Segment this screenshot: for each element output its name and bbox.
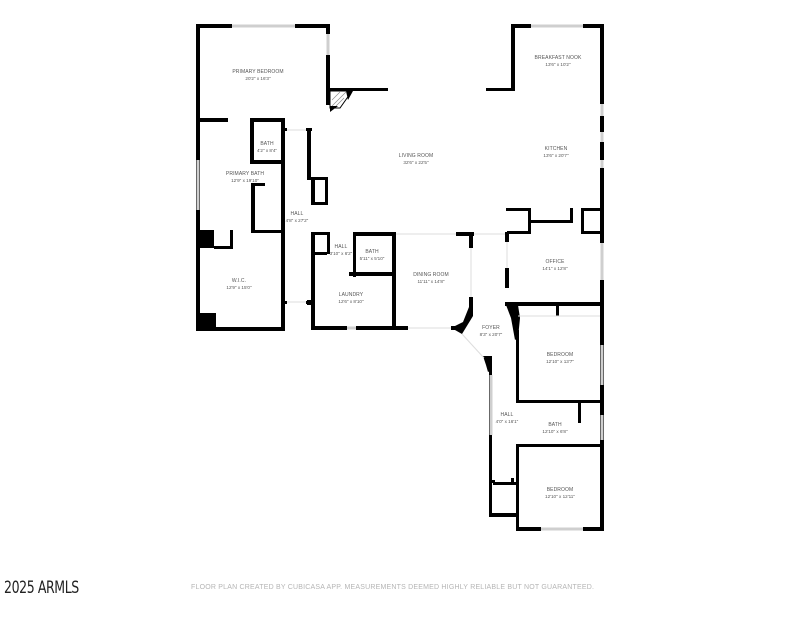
svg-text:BEDROOM: BEDROOM [547,487,574,493]
copyright-text: 2025 ARMLS [4,578,79,598]
room-wic: W.I.C. 12'9" x 15'0" [226,278,252,290]
svg-text:12'10" x 12'11": 12'10" x 12'11" [545,494,575,499]
svg-text:14'1" x 12'8": 14'1" x 12'8" [542,266,568,271]
room-foyer: FOYER 8'3" x 20'7" [480,325,503,337]
svg-text:5'11" x 5'10": 5'11" x 5'10" [360,256,385,261]
room-living-room: LIVING ROOM 32'6" x 22'5" [399,153,433,165]
svg-text:BATH: BATH [260,141,274,147]
room-bath-2: BATH 5'11" x 5'10" [360,249,385,261]
svg-text:12'10" x 6'8": 12'10" x 6'8" [542,429,568,434]
room-bath-3: BATH 12'10" x 6'8" [542,422,568,434]
svg-text:FOYER: FOYER [482,325,500,331]
walls [196,24,604,531]
svg-text:32'6" x 22'5": 32'6" x 22'5" [403,160,429,165]
room-bedroom-1: BEDROOM 12'10" x 13'7" [546,352,574,364]
svg-text:13'6" x 20'7": 13'6" x 20'7" [543,153,569,158]
svg-text:BEDROOM: BEDROOM [547,352,574,358]
room-dining-room: DINING ROOM 11'11" x 14'8" [413,272,449,284]
svg-text:PRIMARY BATH: PRIMARY BATH [226,171,264,177]
disclaimer-text: FLOOR PLAN CREATED BY CUBICASA APP. MEAS… [191,584,595,591]
svg-text:BATH: BATH [365,249,379,255]
svg-text:4'0" x 16'1": 4'0" x 16'1" [496,419,519,424]
svg-text:HALL: HALL [501,412,514,418]
room-laundry: LAUNDRY 12'6" x 8'10" [338,292,364,304]
room-labels: PRIMARY BEDROOM 20'2" x 16'3" BATH 4'2" … [226,55,582,499]
room-office: OFFICE 14'1" x 12'8" [542,259,568,271]
room-bath-1: BATH 4'2" x 8'4" [257,141,277,153]
svg-text:LAUNDRY: LAUNDRY [339,292,364,298]
room-hall-1: HALL 4'8" x 27'2" [286,211,309,223]
svg-text:BREAKFAST NOOK: BREAKFAST NOOK [535,55,582,61]
svg-text:OFFICE: OFFICE [546,259,565,265]
windows [196,24,604,531]
svg-text:4'2" x 8'4": 4'2" x 8'4" [257,148,277,153]
svg-text:KITCHEN: KITCHEN [545,146,568,152]
svg-text:W.I.C.: W.I.C. [232,278,246,284]
room-primary-bath: PRIMARY BATH 12'9" x 19'10" [226,171,264,183]
svg-text:BATH: BATH [548,422,562,428]
svg-text:12'6" x 8'10": 12'6" x 8'10" [338,299,364,304]
openings [287,129,600,359]
room-primary-bedroom: PRIMARY BEDROOM 20'2" x 16'3" [232,69,283,81]
svg-text:20'2" x 16'3": 20'2" x 16'3" [245,76,271,81]
fireplace [329,90,353,112]
svg-text:HALL: HALL [335,244,348,250]
svg-text:PRIMARY BEDROOM: PRIMARY BEDROOM [232,69,283,75]
room-hall-3: HALL 4'0" x 16'1" [496,412,519,424]
room-breakfast-nook: BREAKFAST NOOK 13'6" x 10'2" [535,55,582,67]
svg-text:4'8" x 27'2": 4'8" x 27'2" [286,218,309,223]
svg-text:12'9" x 19'10": 12'9" x 19'10" [231,178,259,183]
svg-text:3'10" x 6'2": 3'10" x 6'2" [330,251,353,256]
svg-text:12'9" x 15'0": 12'9" x 15'0" [226,285,252,290]
room-kitchen: KITCHEN 13'6" x 20'7" [543,146,569,158]
svg-text:HALL: HALL [291,211,304,217]
svg-text:8'3" x 20'7": 8'3" x 20'7" [480,332,503,337]
svg-text:LIVING ROOM: LIVING ROOM [399,153,433,159]
room-hall-2: HALL 3'10" x 6'2" [330,244,353,256]
svg-text:DINING ROOM: DINING ROOM [413,272,449,278]
svg-text:13'6" x 10'2": 13'6" x 10'2" [545,62,571,67]
svg-text:12'10" x 13'7": 12'10" x 13'7" [546,359,574,364]
room-bedroom-2: BEDROOM 12'10" x 12'11" [545,487,575,499]
svg-text:11'11" x 14'8": 11'11" x 14'8" [417,279,444,284]
